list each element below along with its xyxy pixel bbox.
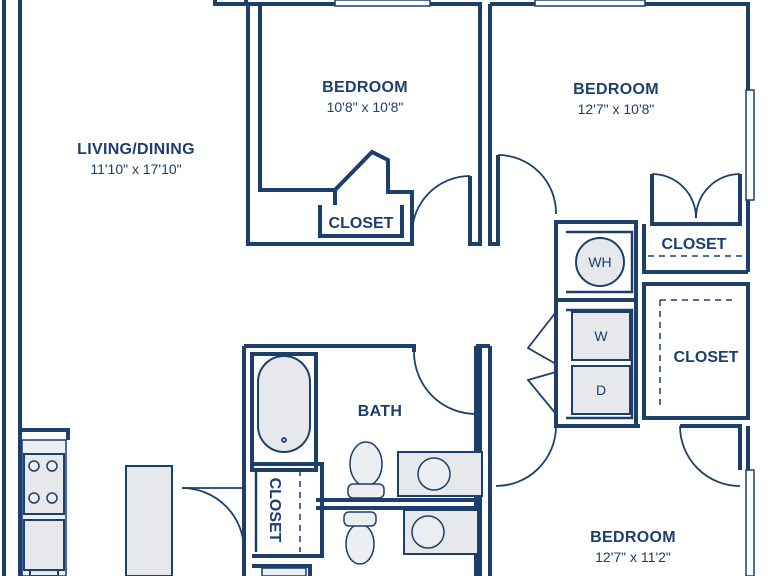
living-dining-dimensions: 11'10" x 17'10" — [90, 161, 181, 177]
burner-4-icon — [46, 492, 58, 504]
bedroom-1-dimensions: 10'8" x 10'8" — [327, 99, 404, 115]
bath-fixtures — [257, 355, 483, 565]
bedroom-2-window-top — [534, 0, 646, 7]
toilet-1-icon — [349, 441, 383, 487]
bedroom-1-walls — [246, 0, 482, 246]
toilet-2-icon — [345, 523, 375, 565]
kitchen-island — [125, 465, 173, 576]
exterior-walls — [2, 0, 248, 576]
tub-drain-icon — [281, 437, 287, 443]
dryer-icon — [571, 365, 631, 415]
bedroom-2-closet-label: CLOSET — [662, 236, 727, 253]
bedroom-2-window-side — [745, 89, 755, 201]
utility-area: WH W D — [526, 220, 638, 428]
burner-3-icon — [28, 492, 40, 504]
dryer-label: D — [596, 382, 606, 398]
living-dining-name: LIVING/DINING — [77, 141, 195, 158]
kitchen — [18, 430, 173, 576]
washer-icon — [571, 311, 631, 361]
bedroom-1-closet-label: CLOSET — [329, 215, 394, 232]
bedroom-3-name: BEDROOM — [590, 529, 676, 546]
bedroom-1-closet-door — [411, 175, 471, 244]
bedroom-2-walls — [488, 0, 755, 272]
bedroom-2-name: BEDROOM — [573, 81, 659, 98]
hall-closet-label: CLOSET — [674, 349, 739, 366]
bedroom-2-closet — [642, 224, 748, 274]
washer-label: W — [594, 328, 608, 344]
dishwasher-icon — [23, 519, 65, 571]
room-labels: LIVING/DINING 11'10" x 17'10" BEDROOM 10… — [77, 79, 739, 565]
burner-1-icon — [28, 460, 40, 472]
toilet-2-tank-icon — [343, 511, 377, 527]
bath-name: BATH — [358, 403, 402, 420]
hall-closet — [642, 282, 750, 420]
burner-2-icon — [46, 460, 58, 472]
bath-closet-label: CLOSET — [266, 478, 283, 543]
bedroom-1-name: BEDROOM — [322, 79, 408, 96]
water-heater-icon — [575, 237, 625, 287]
water-heater-label: WH — [588, 254, 611, 270]
bedroom-2-dimensions: 12'7" x 10'8" — [578, 101, 655, 117]
sink-1-icon — [417, 457, 451, 491]
bedroom-1-window — [334, 0, 431, 7]
bedroom-3-dimensions: 12'7" x 11'2" — [595, 549, 671, 565]
kitchen-sink-icon — [29, 569, 59, 576]
bathtub-icon — [257, 355, 311, 453]
bedroom-3-window — [745, 469, 755, 576]
toilet-1-tank-icon — [347, 483, 385, 499]
bath-closet-shelf — [261, 567, 307, 576]
bath-closet — [181, 462, 324, 576]
sink-2-icon — [411, 515, 445, 549]
